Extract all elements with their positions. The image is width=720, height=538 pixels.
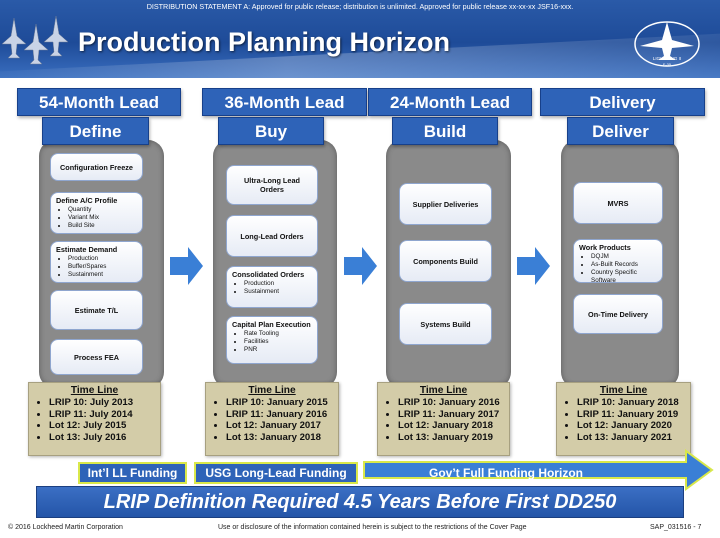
step-label: Supplier Deliveries [412, 199, 479, 209]
column-deliver: MVRS Work Products DQJM As-Built Records… [561, 140, 679, 388]
phase-label-build: Build [392, 117, 498, 145]
timeline-define: Time Line LRIP 10: July 2013 LRIP 11: Ju… [28, 382, 161, 456]
jets-icon [1, 15, 69, 65]
step-ultra-long-lead-orders: Ultra-Long Lead Orders [226, 165, 318, 205]
column-buy: Ultra-Long Lead Orders Long-Lead Orders … [213, 140, 337, 388]
step-label: Long-Lead Orders [240, 231, 304, 241]
step-label: Work Products [579, 243, 631, 252]
step-item: Sustainment [68, 271, 137, 279]
timeline-item: LRIP 10: July 2013 [49, 397, 160, 409]
timeline-item: Lot 13: July 2016 [49, 432, 160, 444]
step-on-time-delivery: On-Time Delivery [573, 294, 663, 334]
timeline-item: LRIP 11: July 2014 [49, 409, 160, 421]
timeline-title: Time Line [248, 385, 296, 396]
timeline-title: Time Line [419, 385, 468, 396]
timeline-item: LRIP 10: January 2018 [577, 397, 690, 409]
timeline-item: Lot 13: January 2021 [577, 432, 690, 444]
step-components-build: Components Build [399, 240, 492, 282]
flow-arrow-icon [517, 247, 550, 285]
step-item: Country Specific Software [591, 269, 657, 285]
footer-copyright: © 2016 Lockheed Martin Corporation [8, 524, 123, 531]
step-item: PNR [244, 346, 312, 354]
timeline-item: Lot 12: January 2018 [398, 420, 509, 432]
timeline-item: Lot 12: January 2017 [226, 420, 338, 432]
step-item: Production [244, 280, 312, 288]
step-estimate-demand: Estimate Demand Production Buffer/Spares… [50, 241, 143, 283]
svg-text:LIGHTNING II: LIGHTNING II [653, 56, 681, 61]
step-label: Consolidated Orders [232, 270, 305, 279]
step-label: MVRS [607, 198, 629, 208]
funding-horizon-arrow-icon [363, 449, 714, 491]
step-work-products: Work Products DQJM As-Built Records Coun… [573, 239, 663, 285]
step-long-lead-orders: Long-Lead Orders [226, 215, 318, 257]
column-build: Supplier Deliveries Components Build Sys… [386, 140, 511, 388]
step-capital-plan-execution: Capital Plan Execution Rate Tooling Faci… [226, 316, 318, 364]
step-label: Define A/C Profile [56, 196, 118, 205]
step-consolidated-orders: Consolidated Orders Production Sustainme… [226, 266, 318, 308]
step-item: Quantity [68, 206, 137, 214]
step-label: Components Build [413, 256, 478, 266]
lead-label-delivery: Delivery [540, 88, 705, 116]
timeline-item: Lot 12: January 2020 [577, 420, 690, 432]
timeline-item: LRIP 11: January 2016 [226, 409, 338, 421]
step-item: Buffer/Spares [68, 263, 137, 271]
usg-long-lead-funding-box: USG Long-Lead Funding [194, 462, 358, 484]
step-label: Process FEA [73, 352, 120, 362]
step-label: Estimate T/L [74, 305, 119, 315]
footer-notice: Use or disclosure of the information con… [218, 524, 527, 531]
govt-full-funding-label: Gov’t Full Funding Horizon [429, 466, 583, 480]
distribution-statement: DISTRIBUTION STATEMENT A: Approved for p… [146, 2, 574, 11]
timeline-deliver: Time Line LRIP 10: January 2018 LRIP 11:… [556, 382, 691, 456]
page-title: Production Planning Horizon [78, 27, 450, 57]
phase-label-buy: Buy [218, 117, 324, 145]
timeline-item: Lot 13: January 2018 [226, 432, 338, 444]
footer-code: SAP_031516 - 7 [650, 524, 702, 531]
step-item: As-Built Records [591, 261, 657, 269]
intl-ll-funding-box: Int’l LL Funding [78, 462, 187, 484]
timeline-item: LRIP 11: January 2019 [577, 409, 690, 421]
step-item: Sustainment [244, 288, 312, 296]
step-configuration-freeze: Configuration Freeze [50, 153, 143, 181]
step-supplier-deliveries: Supplier Deliveries [399, 183, 492, 225]
step-label: Systems Build [420, 319, 471, 329]
svg-text:F-35: F-35 [663, 62, 672, 67]
step-label: Capital Plan Execution [232, 320, 311, 329]
step-process-fea: Process FEA [50, 339, 143, 375]
timeline-item: Lot 13: January 2019 [398, 432, 509, 444]
timeline-title: Time Line [70, 385, 119, 396]
column-define: Configuration Freeze Define A/C Profile … [39, 140, 164, 388]
step-item: Rate Tooling [244, 330, 312, 338]
lead-label-36-month: 36-Month Lead [202, 88, 367, 116]
lightning-logo-icon: LIGHTNING II F-35 [634, 21, 700, 67]
lead-label-24-month: 24-Month Lead [368, 88, 532, 116]
lead-label-54-month: 54-Month Lead [17, 88, 181, 116]
timeline-item: Lot 12: July 2015 [49, 420, 160, 432]
step-item: Variant Mix [68, 214, 137, 222]
step-label: Configuration Freeze [60, 162, 133, 172]
step-systems-build: Systems Build [399, 303, 492, 345]
step-mvrs: MVRS [573, 182, 663, 224]
step-label: Ultra-Long Lead Orders [244, 176, 300, 194]
step-label: Estimate Demand [56, 245, 118, 254]
phase-label-define: Define [42, 117, 149, 145]
timeline-item: LRIP 11: January 2017 [398, 409, 509, 421]
timeline-build: Time Line LRIP 10: January 2016 LRIP 11:… [377, 382, 510, 456]
step-item: Build Site [68, 222, 137, 230]
timeline-buy: Time Line LRIP 10: January 2015 LRIP 11:… [205, 382, 339, 456]
step-label: On-Time Delivery [588, 309, 648, 319]
step-item: Facilities [244, 338, 312, 346]
lrip-definition-banner: LRIP Definition Required 4.5 Years Befor… [36, 486, 684, 518]
timeline-item: LRIP 10: January 2016 [398, 397, 509, 409]
timeline-title: Time Line [599, 385, 648, 396]
flow-arrow-icon [170, 247, 203, 285]
flow-arrow-icon [344, 247, 377, 285]
step-define-ac-profile: Define A/C Profile Quantity Variant Mix … [50, 192, 143, 234]
step-estimate-tl: Estimate T/L [50, 290, 143, 330]
step-item: DQJM [591, 253, 657, 261]
header-banner: DISTRIBUTION STATEMENT A: Approved for p… [0, 0, 720, 78]
timeline-item: LRIP 10: January 2015 [226, 397, 338, 409]
step-item: Production [68, 255, 137, 263]
phase-label-deliver: Deliver [567, 117, 674, 145]
